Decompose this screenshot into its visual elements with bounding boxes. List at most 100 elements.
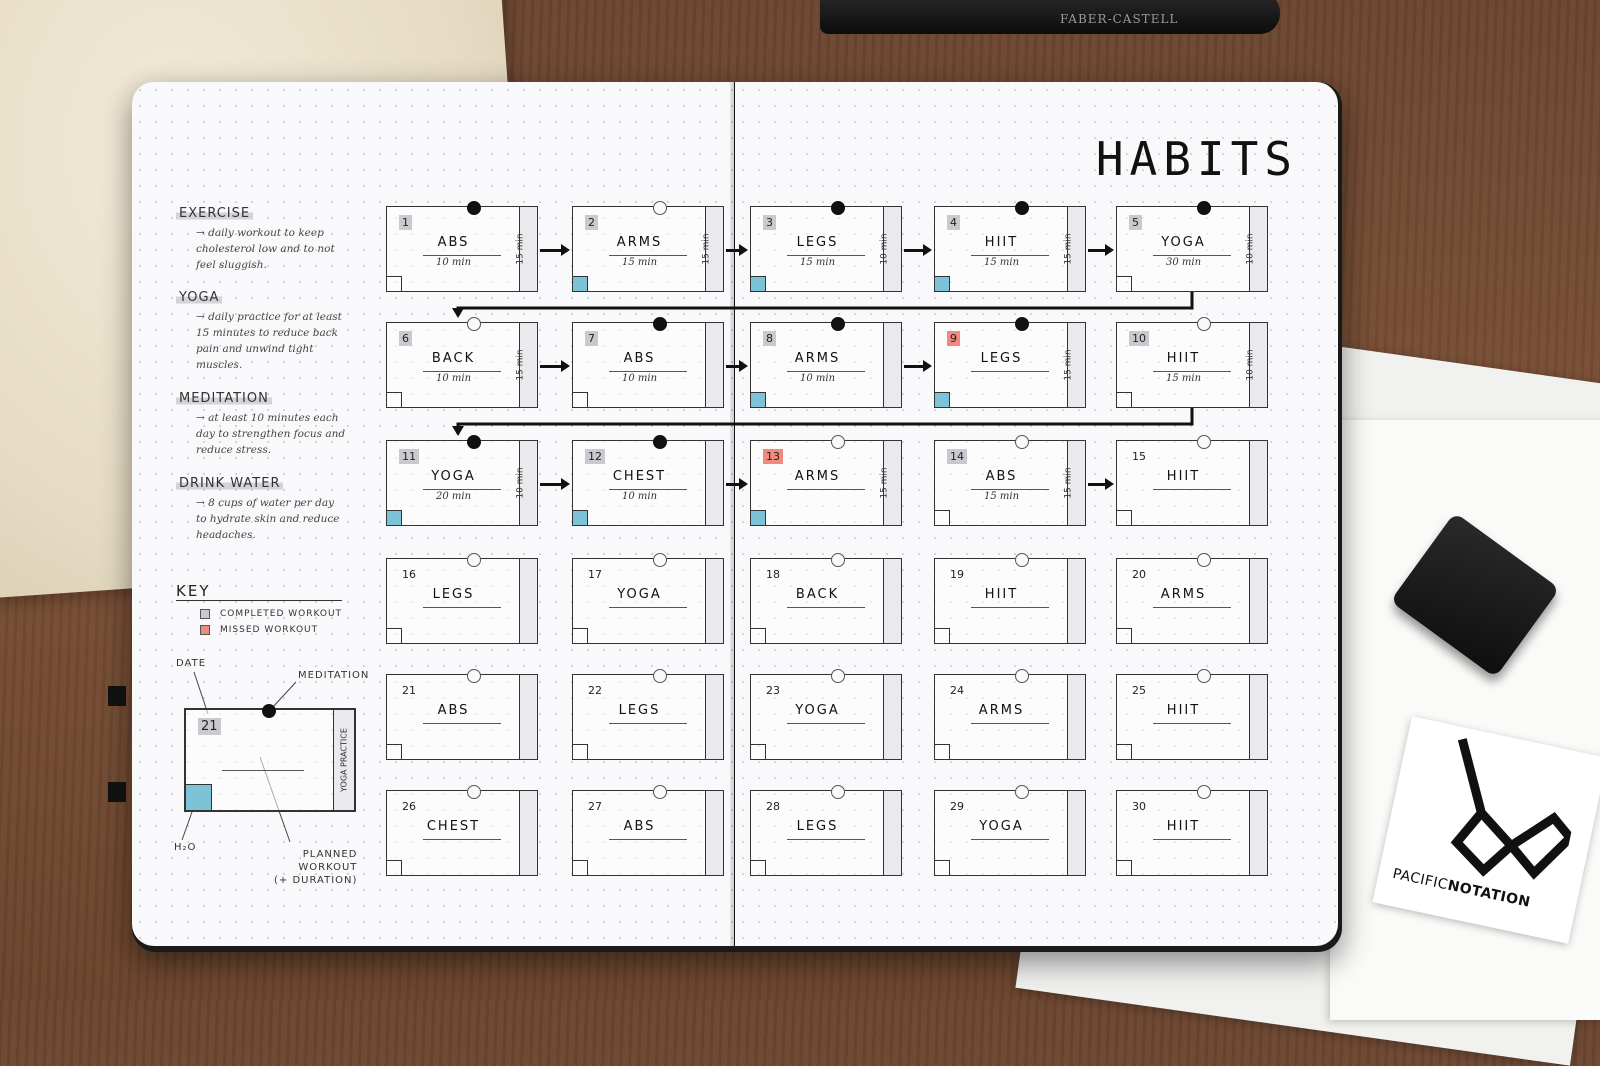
day-number: 29 [950,800,964,813]
workout-name: ARMS [794,469,841,484]
workout-underline [971,839,1049,840]
workout-underline [423,839,501,840]
yoga-duration-strip [1249,675,1267,759]
h2o-box [751,860,766,875]
yoga-duration-strip [705,559,723,643]
duration-text: (+ DURATION) [274,875,358,886]
progress-arrow [726,360,748,372]
workout-underline [787,371,865,372]
workout-duration: 15 min [621,257,658,268]
diagram-date-label: DATE [176,658,207,669]
yoga-duration-strip [705,323,723,407]
meditation-dot [1015,435,1029,449]
workout-underline [971,607,1049,608]
day-number: 15 [1132,450,1146,463]
page-title: HABITS [1095,132,1298,186]
workout-name: ARMS [794,351,841,366]
day-number: 9 [947,331,960,346]
workout-underline [787,607,865,608]
meditation-dot [467,317,481,331]
day-number: 8 [763,331,776,346]
h2o-box [935,628,950,643]
legend-yoga: YOGA → daily practice for at least 15 mi… [176,286,346,373]
yoga-duration-strip: 15 min [1063,441,1085,525]
workout-underline [609,371,687,372]
workout-duration: 15 min [1165,373,1202,384]
workout-underline [423,371,501,372]
workout-underline [787,839,865,840]
meditation-dot [1197,785,1211,799]
workout-name: LEGS [980,351,1023,366]
h2o-box [1117,744,1132,759]
h2o-box [1117,628,1132,643]
meditation-dot [467,785,481,799]
meditation-dot [1197,553,1211,567]
yoga-duration-strip [705,675,723,759]
h2o-box [573,276,588,291]
day-number: 7 [585,331,598,346]
workout-name: LEGS [432,587,475,602]
meditation-dot [653,435,667,449]
yoga-duration-strip: 15 min [701,207,723,291]
workout-underline [787,255,865,256]
workout-duration: 10 min [621,373,658,384]
meditation-dot [653,785,667,799]
workout-name: LEGS [618,703,661,718]
workout-duration: 20 min [435,491,472,502]
progress-arrow [1088,478,1114,490]
day-number: 19 [950,568,964,581]
meditation-dot [653,553,667,567]
day-number: 28 [766,800,780,813]
workout-name: LEGS [796,235,839,250]
workout-underline [423,607,501,608]
workout-name: CHEST [426,819,481,834]
workout-name: LEGS [796,819,839,834]
workout-underline [971,723,1049,724]
day-number: 22 [588,684,602,697]
h2o-box [935,744,950,759]
diagram-workout-line [222,770,304,771]
h2o-box [573,744,588,759]
meditation-dot [1197,201,1211,215]
h2o-box [1117,392,1132,407]
wrap-connector-head [452,308,464,318]
h2o-box [935,510,950,525]
day-number: 20 [1132,568,1146,581]
h2o-box [1117,276,1132,291]
legend-desc: → at least 10 minutes each day to streng… [196,412,346,456]
workout-duration: 30 min [1165,257,1202,268]
yoga-duration-strip [705,791,723,875]
meditation-dot [467,435,481,449]
workout-name: CHEST [612,469,667,484]
day-number: 30 [1132,800,1146,813]
diagram-meditation-dot [262,704,276,718]
yoga-duration-strip: 15 min [1063,323,1085,407]
yoga-duration-strip [519,675,537,759]
h2o-box [935,392,950,407]
workout-underline [1153,723,1231,724]
meditation-dot [467,201,481,215]
progress-arrow [540,478,570,490]
yoga-duration-strip [1249,791,1267,875]
workout-underline [423,489,501,490]
legend-desc: → daily workout to keep cholesterol low … [196,227,335,271]
workout-name: BACK [431,351,476,366]
diagram-yoga-strip: YOGA PRACTICE [333,710,354,810]
workout-underline [1153,371,1231,372]
pen [820,0,1280,34]
day-number: 24 [950,684,964,697]
workout-name: HIIT [1166,351,1201,366]
diagram-cell: YOGA PRACTICE 21 [184,704,356,812]
